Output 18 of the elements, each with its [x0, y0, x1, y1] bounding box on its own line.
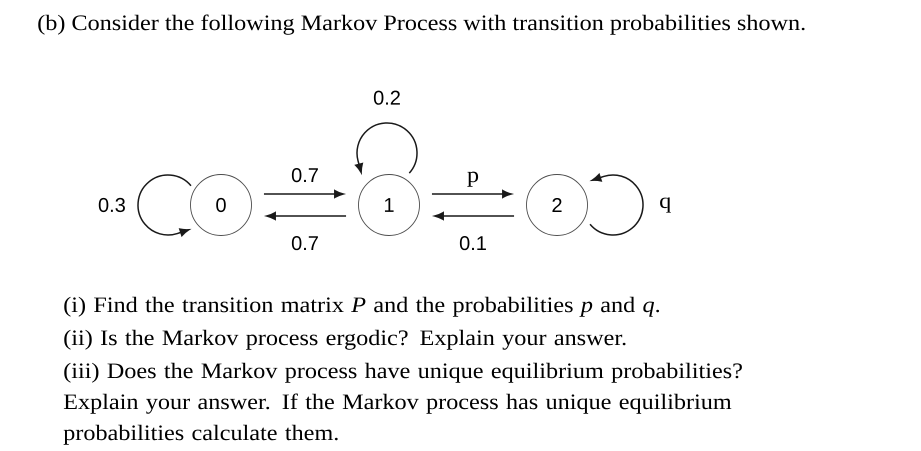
arrow — [264, 190, 344, 198]
edge-label: q — [660, 197, 671, 213]
heading: (b) Consider the following Markov Process with transition probabilities shown. — [38, 14, 805, 35]
loop-arrow — [137, 174, 192, 236]
question-text: (ii) Is the Markov process ergodic? Explain your answer. — [64, 330, 626, 350]
edge-label: 0.7 — [292, 168, 318, 182]
edge-label: 0.7 — [292, 236, 318, 250]
question-text: (iii) Does the Markov process have unique equilibrium probabilities? Explain your answer. If the Markov process has unique equilibrium probabilities calculate them. — [64, 362, 742, 445]
edge-label: p — [467, 172, 478, 187]
arrow — [266, 212, 346, 220]
arrow — [432, 190, 512, 198]
question-text: (i) Find the transition matrix P and the probabilities p and q. — [64, 296, 660, 317]
edge-label: 0.3 — [98, 198, 125, 212]
edge-label: 0.1 — [460, 236, 486, 250]
loop-arrow — [354, 122, 418, 174]
loop-arrow — [589, 174, 644, 236]
edge-label: 0.2 — [374, 90, 400, 105]
arrow — [434, 212, 514, 220]
